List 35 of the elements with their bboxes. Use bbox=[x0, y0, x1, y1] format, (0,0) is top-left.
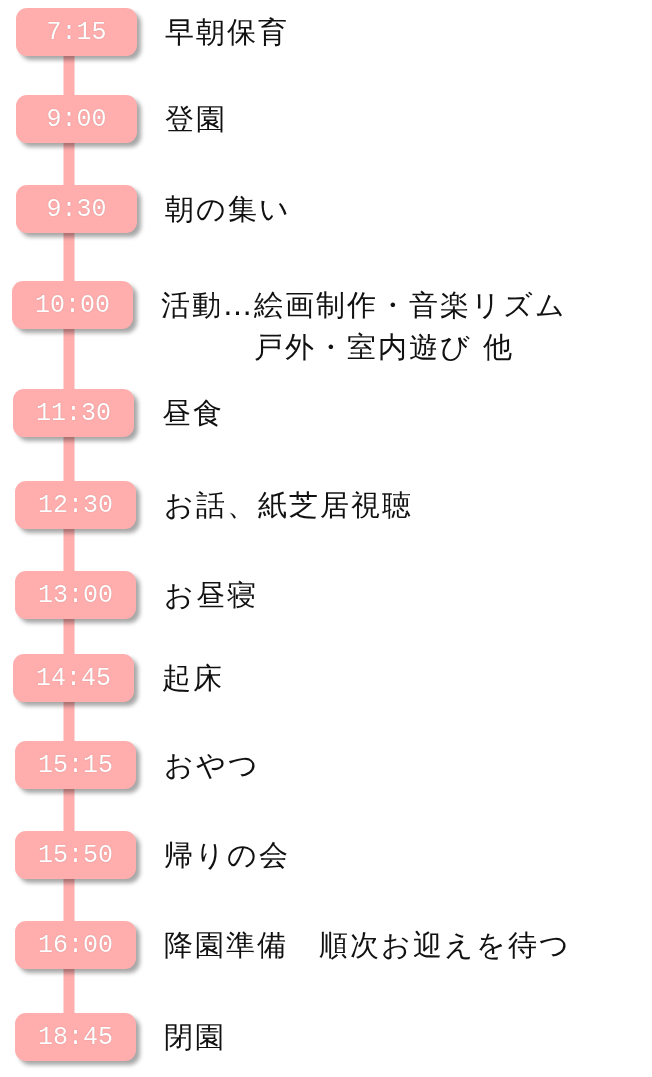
timeline-connector bbox=[63, 702, 75, 741]
time-badge: 9:30 bbox=[16, 185, 137, 233]
time-badge: 15:15 bbox=[15, 741, 136, 789]
timeline-connector bbox=[63, 529, 75, 571]
time-badge: 9:00 bbox=[16, 95, 137, 143]
time-badge: 13:00 bbox=[15, 571, 136, 619]
activity-text: お話、紙芝居視聴 bbox=[164, 487, 413, 524]
timeline-connector bbox=[63, 56, 75, 95]
timeline-connector bbox=[63, 233, 75, 281]
time-badge: 18:45 bbox=[15, 1013, 136, 1061]
time-badge: 16:00 bbox=[15, 921, 136, 969]
activity-text: 昼食 bbox=[162, 395, 224, 432]
time-badge: 14:45 bbox=[13, 654, 134, 702]
timeline-connector bbox=[63, 329, 75, 389]
activity-text: 朝の集い bbox=[165, 191, 291, 228]
activity-text: 早朝保育 bbox=[165, 14, 289, 51]
timeline-connector bbox=[63, 143, 75, 185]
time-badge: 12:30 bbox=[15, 481, 136, 529]
time-badge: 11:30 bbox=[13, 389, 134, 437]
time-badge: 10:00 bbox=[12, 281, 133, 329]
activity-text: お昼寝 bbox=[164, 577, 258, 614]
activity-text: 閉園 bbox=[164, 1019, 226, 1056]
time-badge: 15:50 bbox=[15, 831, 136, 879]
timeline-connector bbox=[63, 437, 75, 481]
activity-text: 登園 bbox=[165, 101, 227, 138]
activity-text: 起床 bbox=[162, 660, 224, 697]
timeline-connector bbox=[63, 969, 75, 1013]
activity-text: 帰りの会 bbox=[164, 837, 290, 874]
activity-text: 活動…絵画制作・音楽リズム戸外・室内遊び 他 bbox=[161, 287, 568, 366]
timeline-connector bbox=[63, 789, 75, 831]
activity-text: 降園準備 順次お迎えを待つ bbox=[164, 927, 571, 964]
timeline-connector bbox=[63, 619, 75, 654]
time-badge: 7:15 bbox=[16, 8, 137, 56]
activity-text: おやつ bbox=[164, 747, 260, 784]
timeline-connector bbox=[63, 879, 75, 921]
